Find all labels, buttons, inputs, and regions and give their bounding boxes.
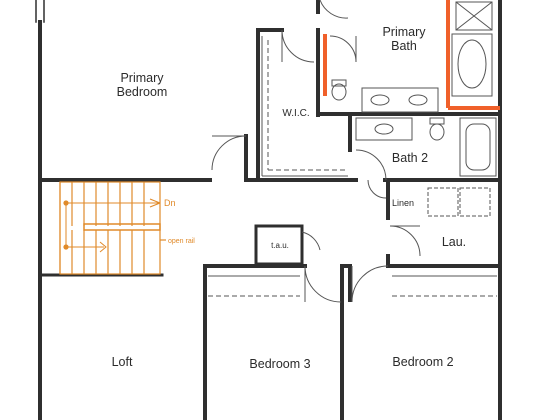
label-wic: W.I.C. — [282, 108, 309, 119]
label-primary-bath-2: Bath — [391, 39, 417, 53]
closet-shelves — [208, 36, 497, 297]
sink — [408, 94, 428, 106]
label-primary-bedroom-1: Primary — [120, 71, 164, 85]
label-bedroom-2: Bedroom 2 — [392, 355, 453, 369]
doors — [211, 0, 421, 303]
label-linen: Linen — [392, 198, 414, 208]
label-tau: t.a.u. — [271, 241, 289, 250]
room-labels: Primary Bedroom Primary Bath W.I.C. Bath… — [112, 25, 467, 371]
walls — [35, 0, 502, 420]
sink — [370, 94, 390, 106]
label-loft: Loft — [112, 355, 133, 369]
staircase — [59, 181, 166, 275]
label-laundry: Lau. — [442, 235, 466, 249]
label-bedroom-3: Bedroom 3 — [249, 357, 310, 371]
label-open-rail: open rail — [168, 238, 195, 245]
accent-walls — [323, 0, 500, 110]
toilet — [331, 83, 347, 101]
fixtures — [331, 1, 497, 217]
label-primary-bedroom-2: Bedroom — [117, 85, 168, 99]
sink — [374, 123, 394, 135]
bathtub — [457, 39, 487, 89]
label-bath-2: Bath 2 — [392, 151, 428, 165]
label-primary-bath-1: Primary — [382, 25, 426, 39]
toilet — [429, 123, 445, 141]
label-stairs-down: Dn — [164, 198, 176, 208]
